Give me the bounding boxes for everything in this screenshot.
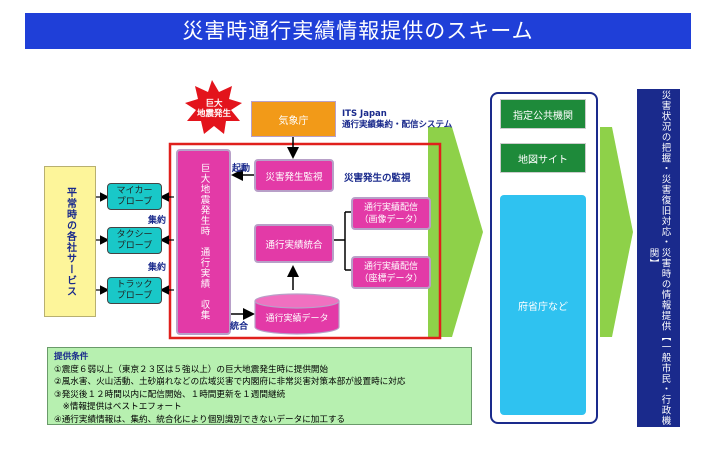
probe-taxi: タクシー プローブ [107, 227, 162, 254]
earthquake-label: 巨大 地震発生 [196, 99, 231, 119]
distribute-image-box: 通行実績配信 （画像データ） [351, 197, 431, 230]
condition-item: ③発災後１２時間以内に配信開始、１時間更新を１週間継続 [54, 389, 286, 400]
db-cylinder-top [254, 293, 340, 309]
collect-box: 巨大地震発生時 通行実績 収集 [176, 149, 231, 335]
distribute-coords-box: 通行実績配信 （座標データ） [351, 256, 431, 289]
integrate-label: 統合 [230, 322, 249, 332]
probe-truck: トラック プローブ [107, 277, 162, 304]
monitor-box: 災害発生監視 [254, 159, 334, 192]
jma-box: 気象庁 [251, 101, 336, 137]
probe-mycar: マイカー プローブ [107, 183, 162, 210]
condition-item: ①震度６弱以上（東京２３区は５強以上）の巨大地震発生時に提供開始 [54, 364, 329, 375]
monitor-label: 災害発生の監視 [344, 173, 411, 184]
page-title: 災害時通行実績情報提供のスキーム [25, 13, 691, 49]
condition-item: ②風水害、火山活動、土砂崩れなどの広域災害で内閣府に非常災害対策本部が設置時に対… [54, 377, 406, 387]
usage-box: 災害状況の把握・災害復旧対応・災害時の情報提供【一般市民・行政機関】 [637, 89, 680, 427]
recipient-map-site: 地図サイト [500, 143, 586, 173]
its-japan-label: ITS Japan 通行実績集約・配信システム [342, 109, 453, 130]
integrate-box: 通行実績統合 [254, 224, 334, 263]
traffic-data-db: 通行実績データ [265, 313, 329, 324]
db-cylinder-body [254, 301, 340, 335]
recipient-designated: 指定公共機関 [500, 99, 586, 129]
recipients-frame [490, 92, 598, 424]
conditions-heading: 提供条件 [54, 352, 89, 362]
condition-item: ※情報提供はベストエフォート [54, 402, 182, 412]
activate-label: 起動 [232, 164, 251, 174]
green-arrow-2 [600, 127, 633, 337]
system-frame [168, 142, 442, 340]
green-arrow-1 [428, 127, 483, 337]
recipient-ministries: 府省庁など [500, 195, 586, 415]
regular-services-label: 平常時の各社サービス [64, 186, 76, 297]
starburst-shape [185, 80, 242, 134]
conditions-box: 提供条件 ①震度６弱以上（東京２３区は５強以上）の巨大地震発生時に提供開始 ②風… [47, 347, 472, 425]
aggregate-label-2: 集約 [148, 263, 167, 273]
regular-services-box: 平常時の各社サービス [44, 166, 96, 317]
condition-item: ④通行実績情報は、集約、統合化により個別識別できないデータに加工する [54, 414, 346, 425]
aggregate-label-1: 集約 [148, 216, 167, 226]
